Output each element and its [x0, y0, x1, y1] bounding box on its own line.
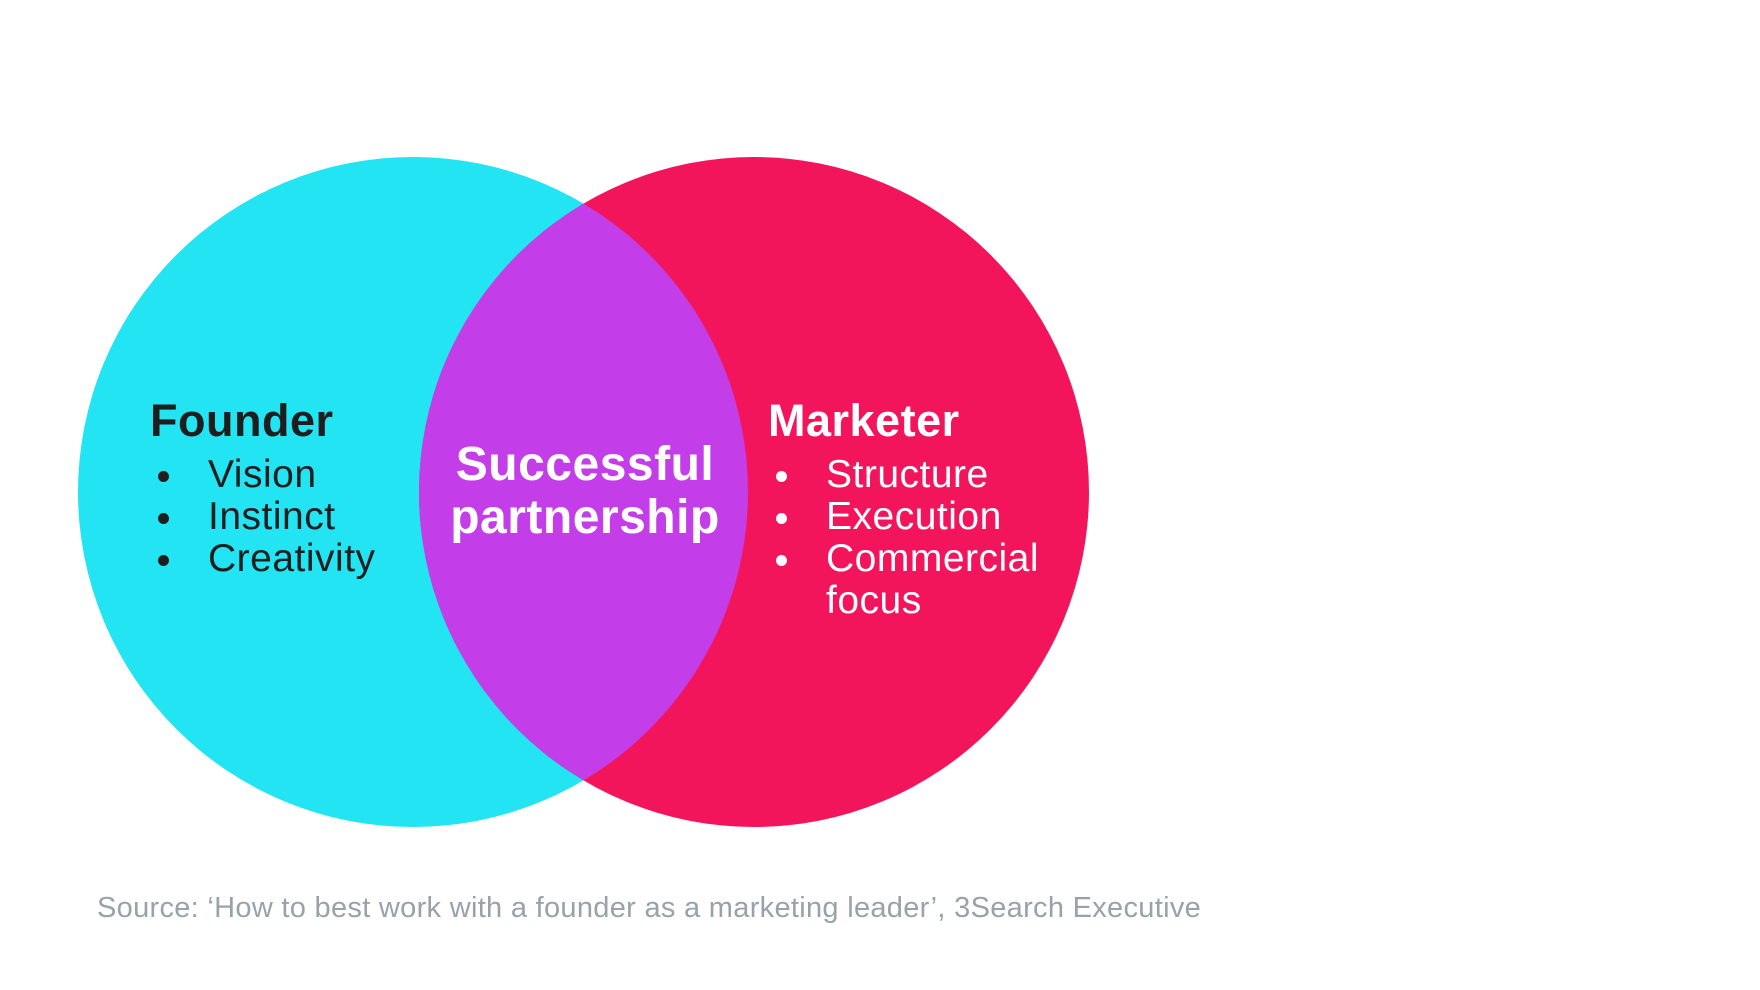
marketer-item-row: Commercial focus [766, 538, 1076, 622]
overlap-label-line2: partnership [450, 491, 720, 544]
overlap-label-line1: Successful [455, 438, 715, 491]
founder-item-label: Creativity [208, 537, 376, 580]
bullet-dot [158, 513, 169, 524]
marketer-item-row: Execution [766, 496, 1076, 538]
marketer-item-row: Structure [766, 454, 1076, 496]
founder-label-block: Founder Vision Instinct Creativity [148, 396, 448, 580]
founder-item-row: Creativity [148, 538, 448, 580]
founder-item-label: Vision [208, 453, 317, 496]
overlap-region [419, 157, 748, 827]
marketer-item-label: Commercial focus [826, 537, 1040, 622]
founder-item-label: Instinct [208, 495, 336, 538]
bullet-dot [776, 513, 787, 524]
marketer-item-label: Execution [826, 495, 1002, 538]
overlap-label-block: Successful partnership [385, 438, 785, 544]
bullet-dot [776, 555, 787, 566]
marketer-item-label: Structure [826, 453, 989, 496]
marketer-label-block: Marketer Structure Execution Commercial … [766, 396, 1076, 622]
bullet-dot [776, 471, 787, 482]
bullet-dot [158, 555, 169, 566]
founder-item-row: Vision [148, 454, 448, 496]
bullet-dot [158, 471, 169, 482]
source-caption: Source: ‘How to best work with a founder… [97, 892, 1202, 924]
marketer-heading: Marketer [768, 395, 960, 446]
founder-heading: Founder [150, 395, 334, 446]
founder-item-row: Instinct [148, 496, 448, 538]
